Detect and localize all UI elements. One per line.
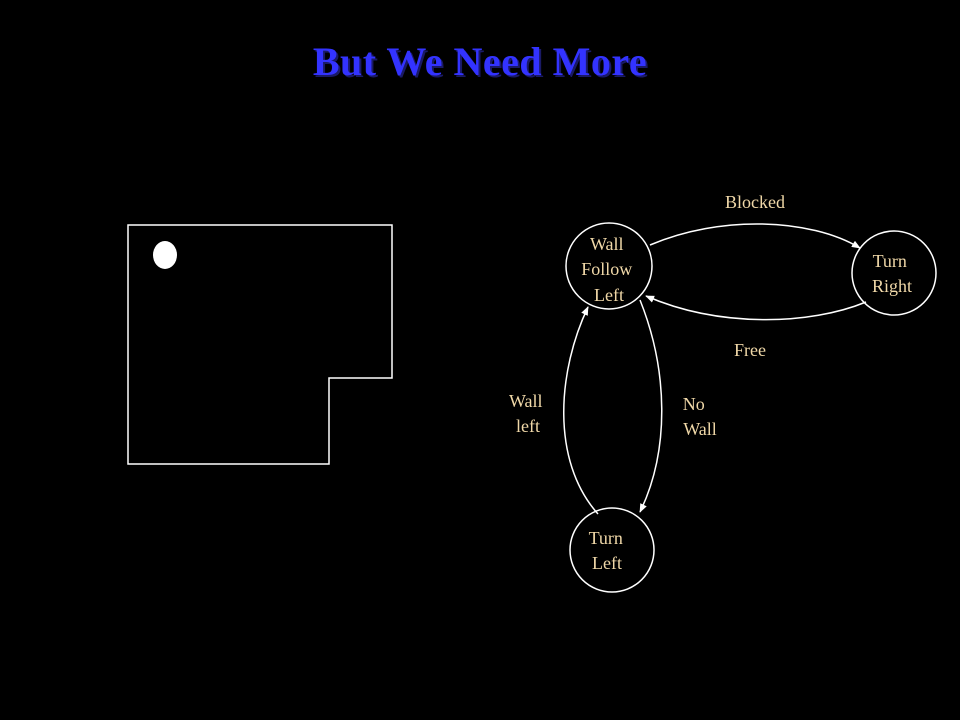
robot-marker (153, 241, 177, 269)
transition-wall-left-arrow (563, 306, 599, 515)
state-wall-follow-left (565, 222, 653, 310)
state-label-wall-follow-left: Wall Follow Left (581, 234, 637, 305)
transition-label-blocked: Blocked (725, 192, 785, 212)
transition-free-arrow (645, 295, 867, 321)
state-label-turn-right: Turn Right (872, 251, 912, 296)
slide-title: But We Need More (312, 39, 648, 84)
transition-label-no-wall: No Wall (683, 394, 717, 439)
state-turn-left (569, 507, 655, 593)
transition-blocked-arrow (649, 223, 861, 249)
maze-outline (127, 224, 393, 465)
state-label-turn-left: Turn Left (589, 528, 628, 573)
transition-no-wall-arrow (639, 299, 663, 513)
transition-label-wall-left: Wall left (509, 391, 547, 436)
state-turn-right (851, 230, 937, 316)
transition-label-free: Free (734, 340, 766, 360)
